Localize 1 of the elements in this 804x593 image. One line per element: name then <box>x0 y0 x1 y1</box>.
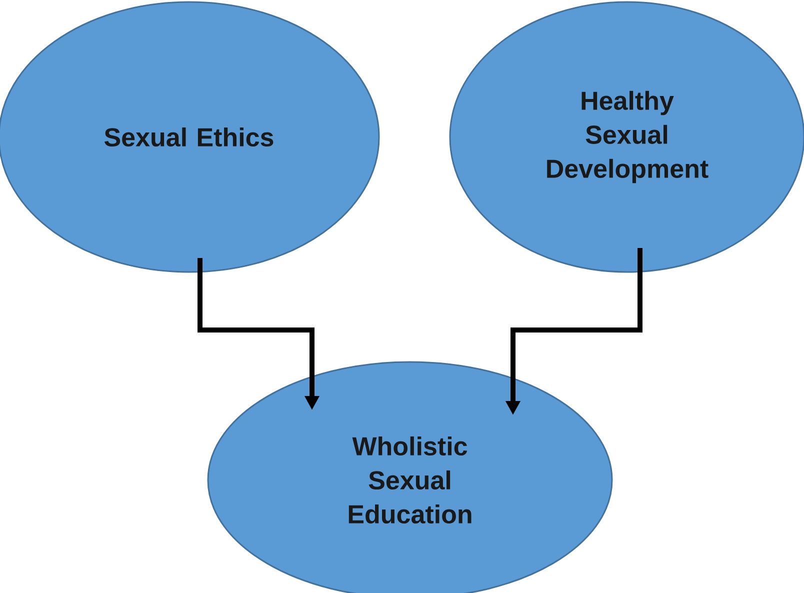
ellipse-node: Wholistic Sexual Education <box>207 361 613 593</box>
